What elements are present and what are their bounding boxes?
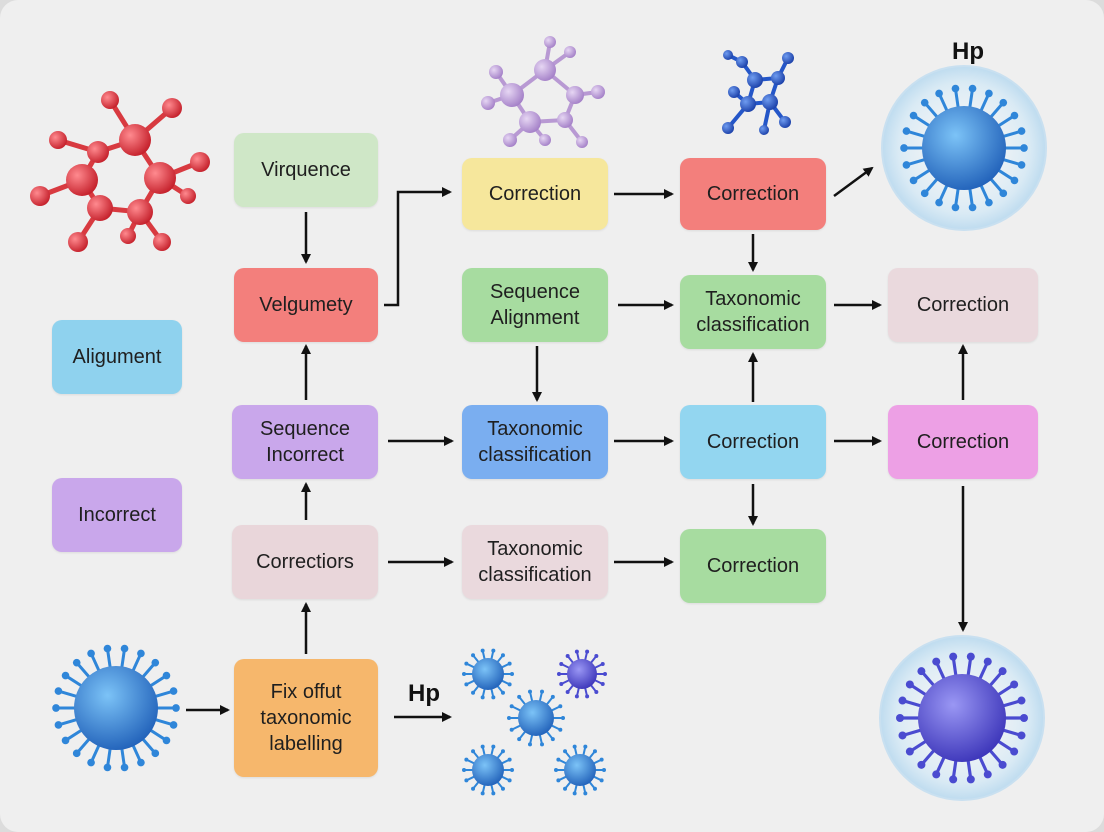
purple-molecule-icon xyxy=(481,36,605,148)
node-virquence: Virquence xyxy=(234,133,378,207)
purple-virus-in-sphere-icon xyxy=(879,635,1045,801)
arrow-correction-red-to-virus xyxy=(833,166,874,198)
node-incorrect-side: Incorrect xyxy=(52,478,182,552)
blue-molecule-icon xyxy=(722,50,794,135)
node-correctiors: Correctiors xyxy=(232,525,378,599)
node-correction-magenta: Correction xyxy=(888,405,1038,479)
node-correction-rose: Correction xyxy=(888,268,1038,342)
hp-label-top: Hp xyxy=(952,38,984,65)
virus-cluster-icon xyxy=(462,648,607,796)
node-taxonomic-blue: Taxonomic classification xyxy=(462,405,608,479)
red-molecule-icon xyxy=(30,91,210,252)
node-correction-green: Correction xyxy=(680,529,826,603)
virus-in-sphere-icon xyxy=(881,65,1047,231)
node-aligument: Aligument xyxy=(52,320,182,394)
node-velgumety: Velgumety xyxy=(234,268,378,342)
node-fix-labelling: Fix offut taxonomic labelling xyxy=(234,659,378,777)
node-correction-yellow: Correction xyxy=(462,158,608,230)
blue-virus-icon xyxy=(52,644,180,772)
node-correction-cyan: Correction xyxy=(680,405,826,479)
node-correction-red: Correction xyxy=(680,158,826,230)
node-taxonomic-green: Taxonomic classification xyxy=(680,275,826,349)
hp-label-bottom: Hp xyxy=(408,680,440,707)
node-sequence-incorrect: Sequence Incorrect xyxy=(232,405,378,479)
node-taxonomic-pink: Taxonomic classification xyxy=(462,525,608,599)
node-sequence-alignment: Sequence Alignment xyxy=(462,268,608,342)
arrow-velgumety-to-correction-yellow xyxy=(384,187,452,307)
